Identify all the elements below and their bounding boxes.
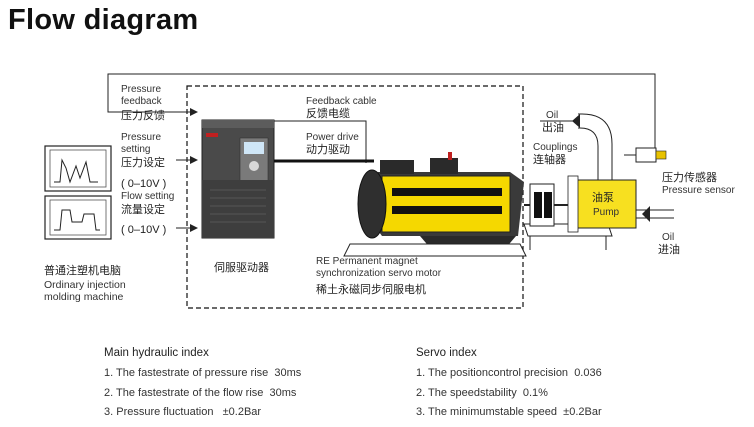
servo-item-1: 1. The positioncontrol precision 0.036 — [416, 367, 602, 379]
servo-item-2: 2. The speedstability 0.1% — [416, 387, 548, 399]
feedback-cable-cn: 反馈电缆 — [306, 108, 350, 120]
injection-machine-label: Ordinary injection molding machine — [44, 279, 126, 303]
servo-motor-cn: 稀土永磁同步伺服电机 — [316, 284, 426, 296]
oil-in-label: Oil — [662, 232, 675, 243]
couplings-cn: 连轴器 — [533, 154, 566, 166]
range-label-1: ( 0–10V ) — [121, 178, 167, 190]
hydraulic-item-value: ±0.2Bar — [222, 406, 262, 418]
pump-label: Pump — [593, 207, 620, 218]
servo-item-value: ±0.2Bar — [563, 406, 602, 418]
hydraulic-index-header: Main hydraulic index — [104, 347, 209, 359]
oil-out-label: Oil — [546, 110, 559, 121]
servo-motor-label: RE Permanent magnet synchronization serv… — [316, 256, 442, 279]
pressure-setting-cn: 压力设定 — [121, 157, 165, 169]
servo-item-value: 0.036 — [574, 367, 602, 379]
couplings-label: Couplings — [533, 142, 578, 153]
oil-out-arrow-icon — [572, 114, 580, 128]
hydraulic-item-text: 3. Pressure fluctuation — [104, 406, 214, 418]
oil-in-cn: 进油 — [658, 244, 680, 256]
oil-in-arrow-icon — [642, 206, 650, 222]
oil-out-pipe — [578, 127, 599, 180]
pump-cn: 油泵 — [592, 192, 614, 204]
servo-index-header: Servo index — [416, 347, 477, 359]
servo-driver — [201, 119, 275, 239]
arrow-icon — [190, 224, 198, 232]
arrow-icon — [190, 108, 198, 116]
pressure-feedback-label: Pressure feedback — [121, 84, 162, 107]
injection-machine-cn: 普通注塑机电脑 — [44, 265, 121, 277]
feedback-cable-label: Feedback cable — [306, 96, 377, 107]
hydraulic-item-text: 1. The fastestrate of pressure rise — [104, 367, 269, 379]
flow-setting-label: Flow setting — [121, 191, 175, 202]
power-drive-label: Power drive — [306, 132, 359, 143]
power-drive-cn: 动力驱动 — [306, 144, 350, 156]
hydraulic-item-value: 30ms — [269, 387, 297, 399]
hydraulic-item-text: 2. The fastestrate of the flow rise — [104, 387, 264, 399]
servo-item-value: 0.1% — [522, 387, 548, 399]
servo-motor — [357, 152, 524, 250]
pressure-sensor-label: Pressure sensor — [662, 185, 735, 196]
servo-item-text: 1. The positioncontrol precision — [416, 367, 569, 379]
feedback-cable — [274, 120, 367, 163]
oil-out-cn: 出油 — [542, 122, 564, 134]
servo-item-text: 3. The minimumstable speed — [416, 406, 558, 418]
pressure-sensor-cn: 压力传感器 — [662, 172, 717, 184]
pressure-sensor — [624, 147, 667, 163]
servo-driver-label: 伺服驱动器 — [214, 262, 269, 274]
hydraulic-item-3: 3. Pressure fluctuation ±0.2Bar — [104, 406, 261, 418]
oil-pump — [567, 175, 637, 233]
servo-item-text: 2. The speedstability — [416, 387, 517, 399]
hydraulic-item-value: 30ms — [274, 367, 302, 379]
pressure-feedback-cn: 压力反馈 — [121, 110, 165, 122]
injection-machine-computer — [44, 145, 112, 240]
couplings — [524, 183, 570, 227]
page-title: Flow diagram — [8, 4, 199, 36]
range-label-2: ( 0–10V ) — [121, 224, 167, 236]
servo-item-3: 3. The minimumstable speed ±0.2Bar — [416, 406, 602, 418]
arrow-icon — [190, 156, 198, 164]
pressure-setting-label: Pressure setting — [121, 132, 162, 155]
flow-setting-cn: 流量设定 — [121, 204, 165, 216]
servo-boundary-box — [186, 85, 524, 309]
feedback-loop-line — [107, 73, 656, 148]
hydraulic-item-1: 1. The fastestrate of pressure rise 30ms — [104, 367, 301, 379]
hydraulic-item-2: 2. The fastestrate of the flow rise 30ms — [104, 387, 296, 399]
